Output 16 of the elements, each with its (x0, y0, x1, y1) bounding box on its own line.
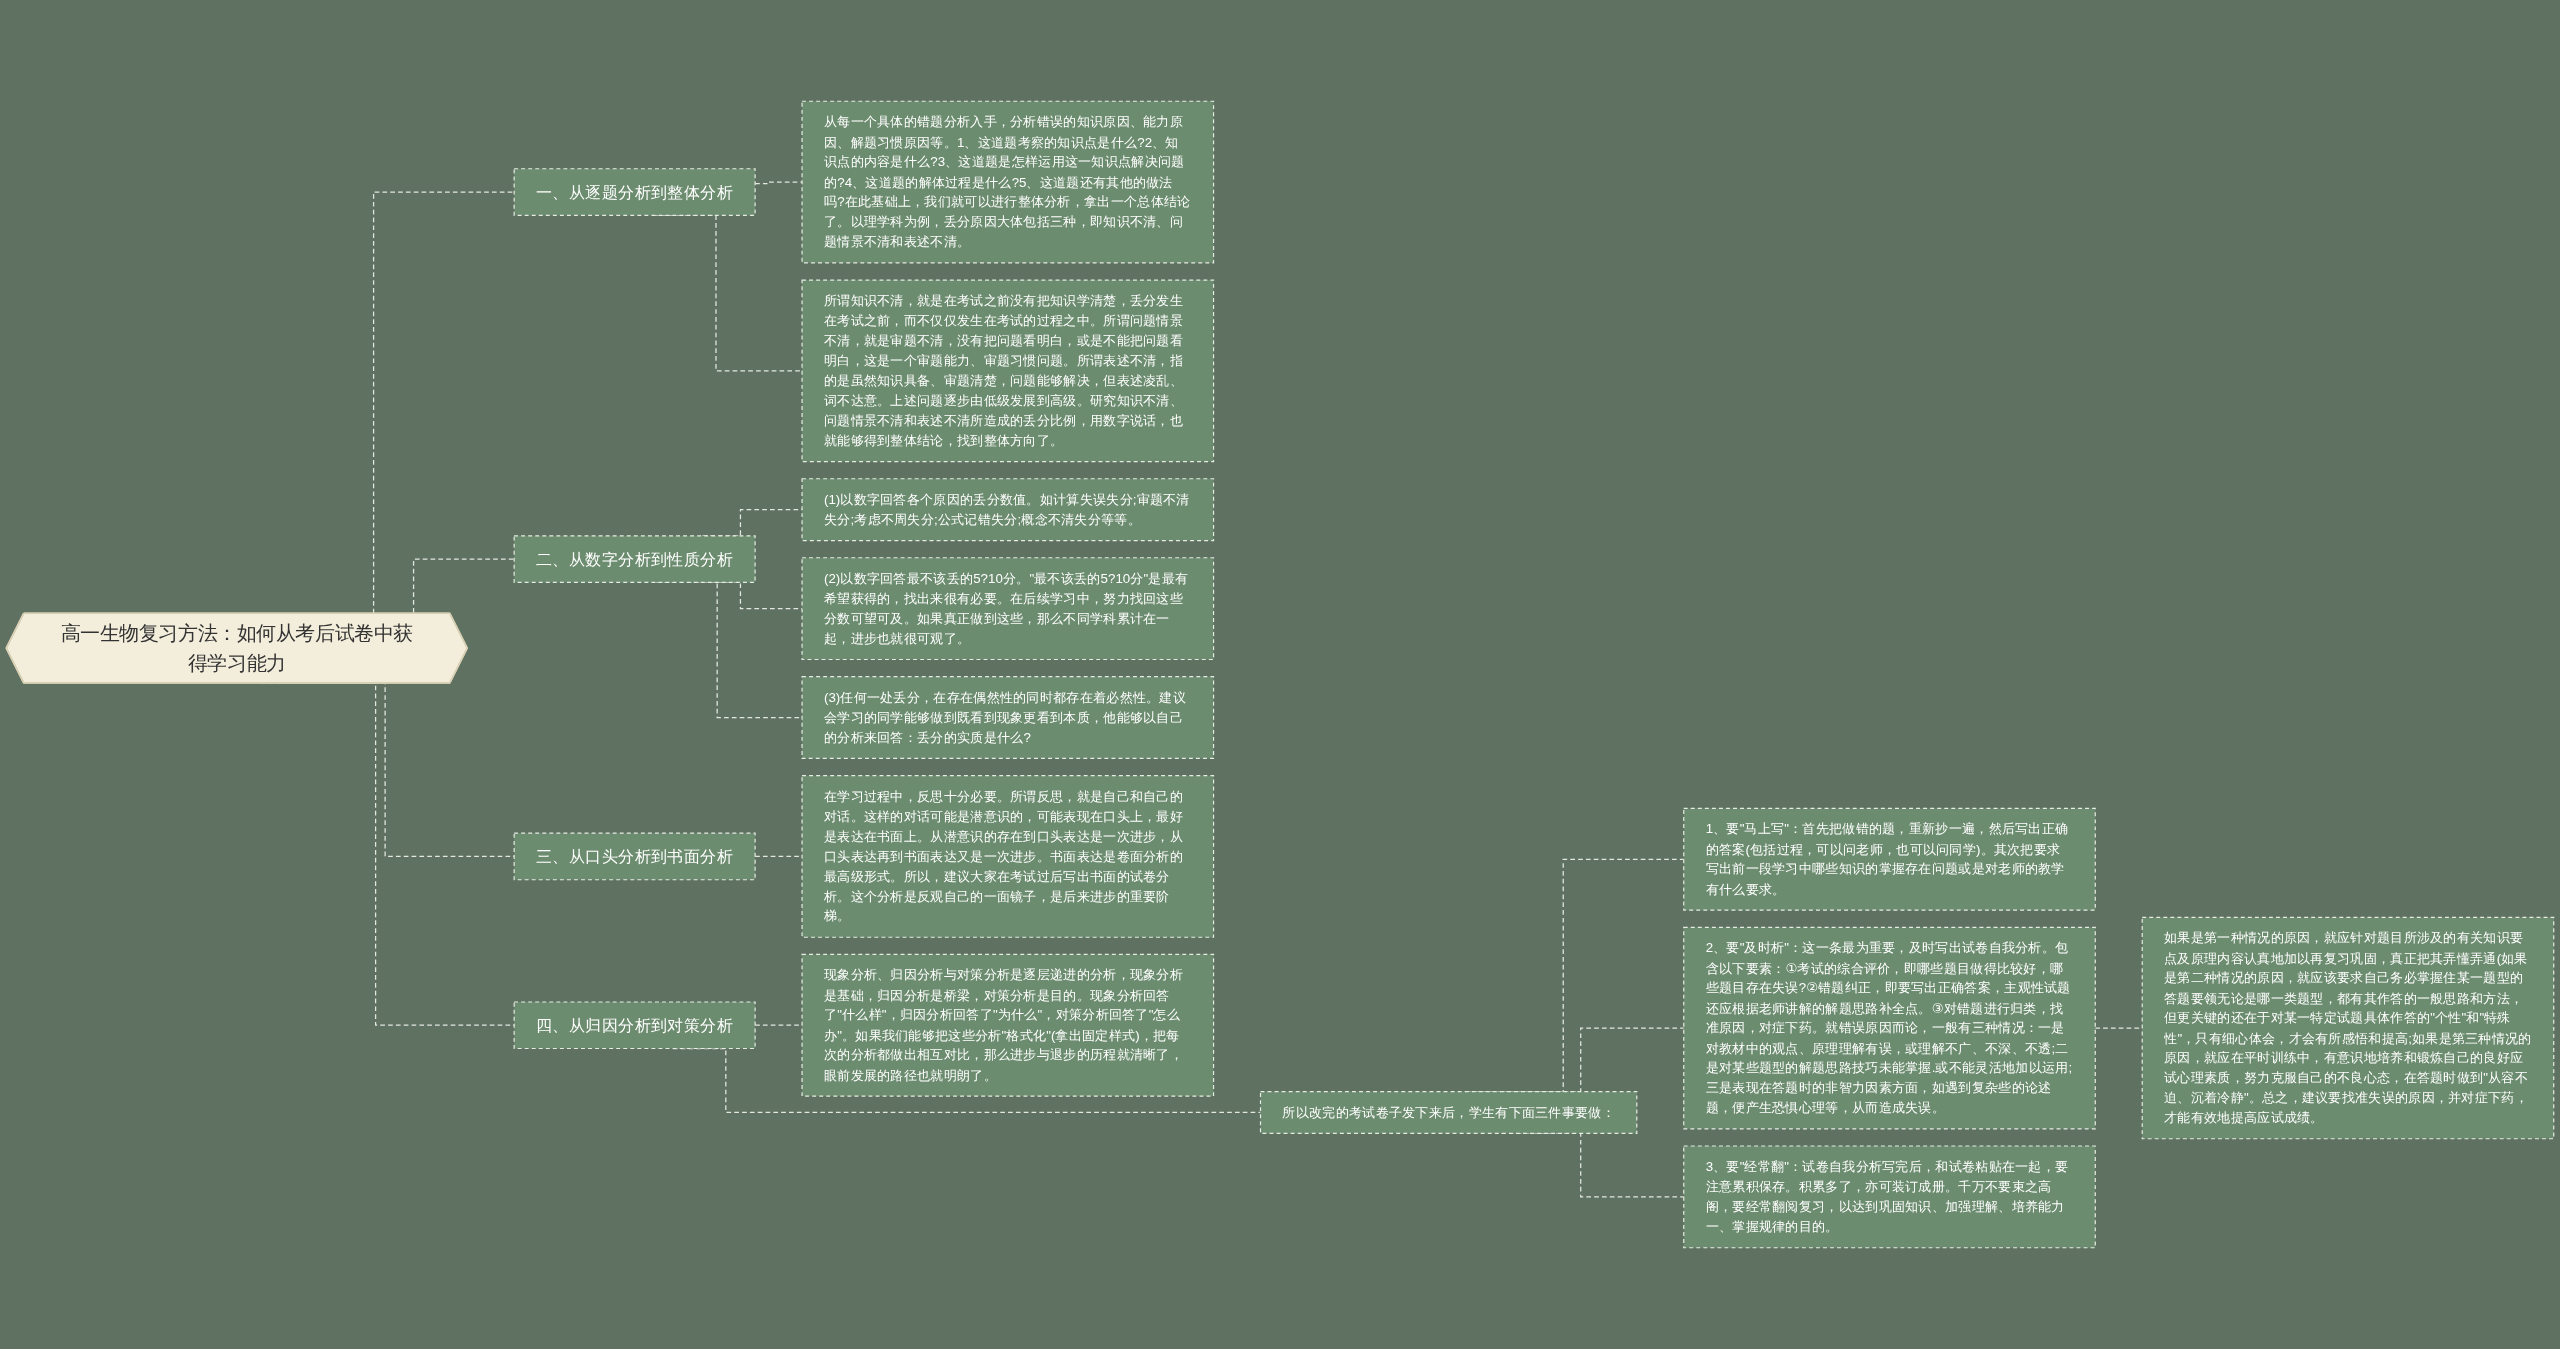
node-box: 三、从口头分析到书面分析 (513, 832, 756, 881)
node-box: (3)任何一处丢分，在存在偶然性的同时都存在着必然性。建议会学习的同学能够做到既看到现象更看到本质，他能够以自己的分析来回答：丢分的实质是什么? (801, 676, 1215, 760)
node-box: (1)以数字回答各个原因的丢分数值。如计算失误失分;审题不清失分;考虑不周失分;公式记错失分;概念不清失分等等。 (801, 478, 1215, 542)
node-box: 一、从逐题分析到整体分析 (513, 168, 756, 216)
node-box: 2、要"及时析"：这一条最为重要，及时写出试卷自我分析。包含以下要素：①考试的综合评价，即哪些题目做得比较好，哪些题目存在失误?②错题纠正，即要写出正确答案，主观性试题还应根据老师讲解的解题思路补全点。③对错题进行归类，找准原因，对症下药。就错误原因而论，一般有三种情况：一是对教材中的观点、原理理解有误，或理解不广、不深、不透;二是对某些题型的解题思路技巧未能掌握.或不能灵活地加以运用;三是表现在答题时的非智力因素方面，如遇到复杂些的论述题，便产生恐惧心理等，从而造成失误。 (1683, 926, 2096, 1130)
node-box: 如果是第一种情况的原因，就应针对题目所涉及的有关知识要点及原理内容认真地加以再复习巩固，真正把其弄懂弄通(如果是第二种情况的原因，就应该要求自己务必掌握住某一题型的答题要领无论是哪一类题型，都有其作答的一般思路和方法，但更关键的还在于对某一特定试题具体作答的"个性"和"特殊性"，只有细心体会，才会有所感悟和提高;如果是第三种情况的原因，就应在平时训练中，有意识地培养和锻炼自己的良好应试心理素质，努力克服自己的不良心态，在答题时做到"从容不迫、沉着冷静"。总之，建议要找准失误的原因，并对症下药，才能有效地提高应试成绩。 (2141, 916, 2555, 1140)
node-box: 二、从数字分析到性质分析 (513, 535, 756, 583)
node-box: 四、从归因分析到对策分析 (513, 1001, 756, 1050)
node-box: 所谓知识不清，就是在考试之前没有把知识学清楚，丢分发生在考试之前，而不仅仅发生在考试的过程之中。所谓问题情景不清，就是审题不清，没有把问题看明白，或是不能把问题看明白，这是一个审题能力、审题习惯问题。所谓表述不清，指的是虽然知识具备、审题清楚，问题能够解决，但表述凌乱、词不达意。上述问题逐步由低级发展到高级。研究知识不清、问题情景不清和表述不清所造成的丢分比例，用数字说话，也就能够得到整体结论，找到整体方向了。 (801, 279, 1215, 463)
node-box: 1、要"马上写"：首先把做错的题，重新抄一遍，然后写出正确的答案(包括过程，可以问老师，也可以问同学)。其次把要求写出前一段学习中哪些知识的掌握存在问题或是对老师的教学有什么要求。 (1683, 807, 2096, 911)
node-box: 从每一个具体的错题分析入手，分析错误的知识原因、能力原因、解题习惯原因等。1、这道题考察的知识点是什么?2、知识点的内容是什么?3、这道题是怎样运用这一知识点解决问题的?4、这道题的解体过程是什么?5、这道题还有其他的做法吗?在此基础上，我们就可以进行整体分析，拿出一个总体结论了。以理学科为例，丢分原因大体包括三种，即知识不清、问题情景不清和表述不清。 (801, 100, 1215, 264)
node-box: (2)以数字回答最不该丢的5?10分。"最不该丢的5?10分"是最有希望获得的，找出来很有必要。在后续学习中，努力找回这些分数可望可及。如果真正做到这些，那么不同学科累计在一起，进步也就很可观了。 (801, 557, 1215, 661)
node-box: 在学习过程中，反思十分必要。所谓反思，就是自己和自己的对话。这样的对话可能是潜意识的，可能表现在口头上，最好是表达在书面上。从潜意识的存在到口头表达是一次进步，从口头表达再到书面表达又是一次进步。书面表达是卷面分析的最高级形式。所以，建议大家在考试过后写出书面的试卷分析。这个分析是反观自己的一面镜子，是后来进步的重要阶梯。 (801, 775, 1215, 938)
node-box: 现象分析、归因分析与对策分析是逐层递进的分析，现象分析是基础，归因分析是桥梁，对策分析是目的。现象分析回答了"什么样"，归因分析回答了"为什么"，对策分析回答了"怎么办"。如果我们能够把这些分析"格式化"(拿出固定样式)，把每次的分析都做出相互对比，那么进步与退步的历程就清晰了，眼前发展的路径也就明朗了。 (801, 953, 1215, 1097)
node-box: 3、要"经常翻"：试卷自我分析写完后，和试卷粘贴在一起，要注意累积保存。积累多了，亦可装订成册。千万不要束之高阁，要经常翻阅复习，以达到巩固知识、加强理解、培养能力一、掌握规律的目的。 (1683, 1145, 2096, 1249)
node-box: 所以改完的考试卷子发下来后，学生有下面三件事要做： (1259, 1090, 1638, 1134)
